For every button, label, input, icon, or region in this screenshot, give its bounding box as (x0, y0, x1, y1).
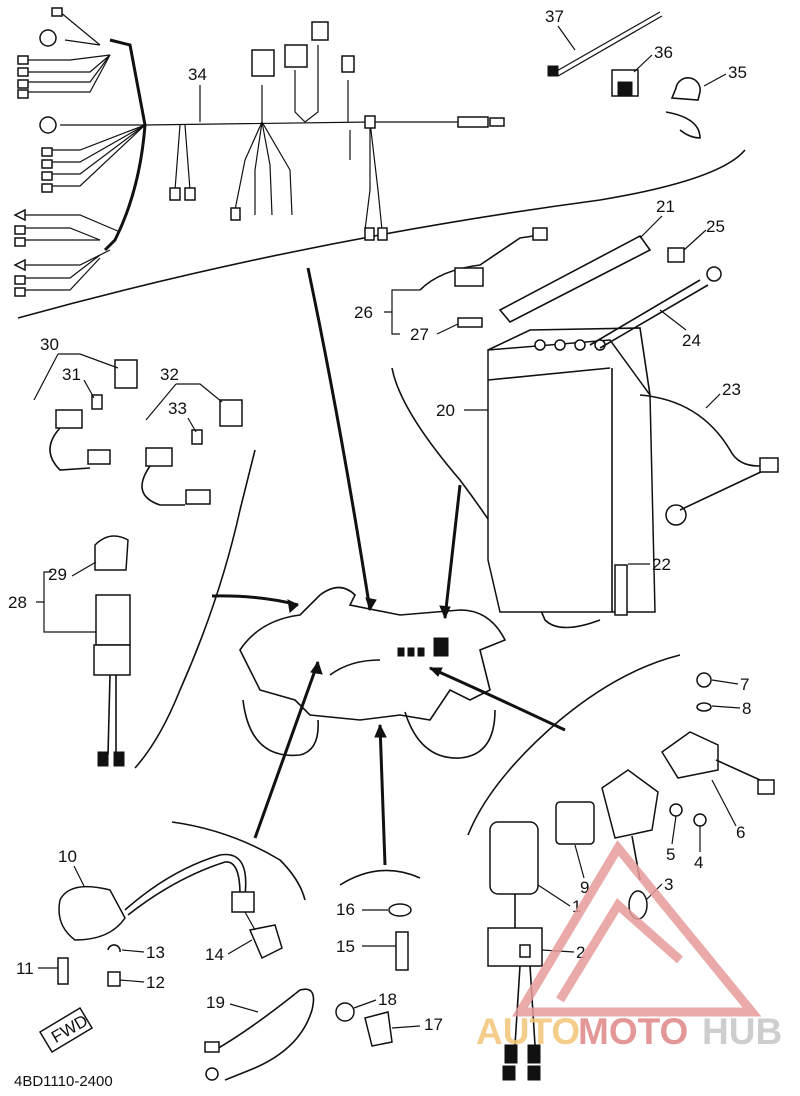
label-30: 30 (40, 335, 59, 354)
label-13: 13 (146, 943, 165, 962)
label-17: 17 (424, 1015, 443, 1034)
label-19: 19 (206, 993, 225, 1012)
wire-harness (13, 7, 505, 297)
sensors (49, 359, 243, 506)
leader-lines (211, 267, 566, 866)
label-36: 36 (654, 43, 673, 62)
label-25: 25 (706, 217, 725, 236)
label-5: 5 (666, 845, 675, 864)
drawing-code: 4BD1110-2400 (14, 1073, 113, 1090)
label-10: 10 (58, 847, 77, 866)
label-1: 1 (572, 897, 581, 916)
label-28: 28 (8, 593, 27, 612)
relay-group (487, 672, 775, 1081)
label-9: 9 (580, 878, 589, 897)
label-33: 33 (168, 399, 187, 418)
label-3: 3 (664, 875, 673, 894)
label-24: 24 (682, 331, 701, 350)
label-11: 11 (16, 959, 34, 978)
label-26: 26 (354, 303, 373, 322)
section-dividers (17, 149, 746, 901)
label-27: 27 (410, 325, 429, 344)
main-switch (93, 535, 131, 767)
watermark-hub: HUB (702, 1011, 782, 1052)
motorcycle-outline (239, 586, 507, 759)
watermark-moto: MOTO (578, 1011, 688, 1052)
label-37: 37 (545, 7, 564, 26)
label-29: 29 (48, 565, 67, 584)
label-16: 16 (336, 900, 355, 919)
label-20: 20 (436, 401, 455, 420)
watermark-auto: AUTO (476, 1011, 580, 1052)
label-15: 15 (336, 937, 355, 956)
label-34: 34 (188, 65, 207, 84)
label-12: 12 (146, 973, 165, 992)
battery-assembly (419, 227, 779, 616)
label-32: 32 (160, 365, 179, 384)
label-23: 23 (722, 380, 741, 399)
label-31: 31 (62, 365, 81, 384)
label-8: 8 (742, 699, 751, 718)
label-2: 2 (576, 943, 585, 962)
label-6: 6 (736, 823, 745, 842)
label-14: 14 (205, 945, 224, 964)
label-18: 18 (378, 990, 397, 1009)
label-4: 4 (694, 853, 703, 872)
label-35: 35 (728, 63, 747, 82)
label-7: 7 (740, 675, 749, 694)
watermark: AUTO MOTO HUB (476, 840, 782, 1052)
label-21: 21 (656, 197, 675, 216)
part-labels: 37 36 35 34 21 25 26 27 24 23 20 22 30 3… (8, 7, 751, 1034)
lower-small-parts (204, 903, 412, 1081)
label-22: 22 (652, 555, 671, 574)
upper-right-parts (547, 11, 701, 139)
